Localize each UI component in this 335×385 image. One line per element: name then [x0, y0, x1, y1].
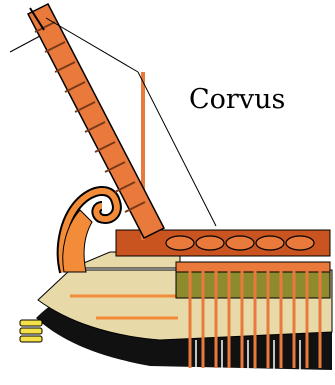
rope	[10, 36, 40, 52]
corvus-label: Corvus	[189, 84, 285, 115]
ram	[20, 320, 42, 342]
shields	[166, 236, 314, 250]
